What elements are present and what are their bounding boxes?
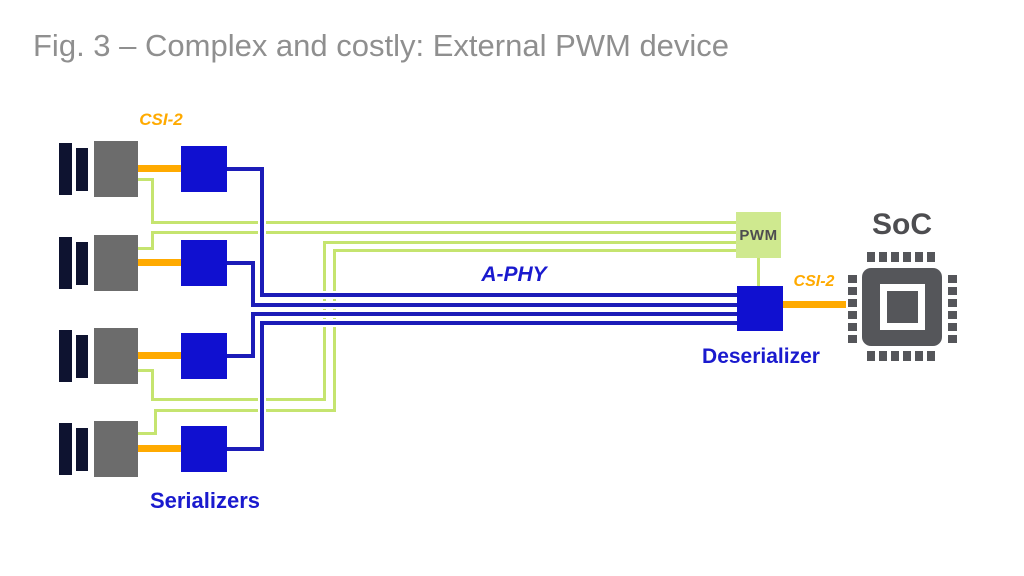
soc-pin: [848, 335, 857, 343]
camera-3-lens-inner: [76, 335, 88, 378]
pwm-wire-bus-1: [151, 221, 737, 224]
camera-3-body: [94, 328, 138, 384]
serializer-4: [181, 426, 227, 472]
aphy-link3-stub: [227, 354, 255, 358]
soc-pin: [948, 323, 957, 331]
csi2-cameras-label: CSI-2: [139, 110, 183, 129]
soc-pin: [891, 351, 899, 361]
aphy-link3-riser: [251, 312, 255, 358]
camera-4-body: [94, 421, 138, 477]
soc-pin: [948, 275, 957, 283]
aphy-link1-stub: [227, 167, 264, 171]
soc-pin: [903, 351, 911, 361]
camera-1-lens-outer: [59, 143, 72, 195]
csi2-link-camera2: [138, 259, 181, 266]
aphy-link4-bus: [260, 321, 737, 325]
pwm-wire-cam4-stub: [138, 432, 157, 435]
serializer-1: [181, 146, 227, 192]
pwm-label: PWM: [739, 226, 778, 244]
soc-pin: [848, 275, 857, 283]
soc-pin: [927, 252, 935, 262]
soc-pin: [848, 299, 857, 307]
camera-4-lens-outer: [59, 423, 72, 475]
soc-pin: [848, 323, 857, 331]
soc-pin: [915, 252, 923, 262]
soc-pin: [948, 299, 957, 307]
deserializer-box: [737, 286, 783, 331]
soc-pin: [948, 311, 957, 319]
aphy-label: A-PHY: [481, 263, 547, 286]
soc-pin: [927, 351, 935, 361]
soc-pin: [948, 335, 957, 343]
pwm-wire-cam2-riser: [151, 231, 154, 250]
soc-pin: [879, 252, 887, 262]
pwm-wire-cam2-stub: [138, 247, 154, 250]
pwm-wire-cam4-riser1: [154, 409, 157, 435]
camera-3-lens-outer: [59, 330, 72, 382]
pwm-to-deserializer-wire: [757, 258, 760, 286]
aphy-link2-drop: [251, 261, 255, 307]
soc-pin: [903, 252, 911, 262]
soc-label: SoC: [872, 208, 932, 241]
aphy-link2-stub: [227, 261, 255, 265]
pwm-wire-cam4-run: [154, 409, 336, 412]
soc-pin: [848, 311, 857, 319]
pwm-wire-bus-3: [323, 241, 737, 244]
camera-4-lens-inner: [76, 428, 88, 471]
csi2-link-camera3: [138, 352, 181, 359]
pwm-wire-cam4-riser2: [333, 249, 336, 412]
pwm-wire-cam3-stub: [138, 369, 154, 372]
soc-pin: [879, 351, 887, 361]
soc-pin: [948, 287, 957, 295]
aphy-link1-drop: [260, 167, 264, 297]
csi2-soc-label: CSI-2: [793, 273, 835, 290]
soc-pin: [848, 287, 857, 295]
pwm-wire-cam1-riser: [151, 178, 154, 224]
camera-1-lens-inner: [76, 148, 88, 191]
aphy-link2-bus: [251, 303, 737, 307]
pwm-wire-cam3-run: [151, 398, 326, 401]
serializer-3: [181, 333, 227, 379]
camera-2-body: [94, 235, 138, 291]
pwm-wire-cam1-stub: [138, 178, 154, 181]
soc-chip-die-core: [887, 291, 918, 323]
csi2-link-camera1: [138, 165, 181, 172]
deserializer-label: Deserializer: [702, 345, 820, 368]
pwm-wire-bus-4: [333, 249, 737, 252]
camera-2-lens-outer: [59, 237, 72, 289]
camera-2-lens-inner: [76, 242, 88, 285]
figure-title: Fig. 3 – Complex and costly: External PW…: [33, 28, 730, 63]
soc-pin: [867, 252, 875, 262]
serializers-label: Serializers: [149, 488, 261, 513]
soc-pin: [915, 351, 923, 361]
soc-pin: [867, 351, 875, 361]
camera-1-body: [94, 141, 138, 197]
aphy-link4-stub: [227, 447, 264, 451]
pwm-wire-bus-2: [151, 231, 737, 234]
serializer-2: [181, 240, 227, 286]
csi2-link-camera4: [138, 445, 181, 452]
pwm-box: PWM: [736, 212, 781, 258]
csi2-link-soc: [783, 301, 846, 308]
soc-pin: [891, 252, 899, 262]
aphy-link4-riser: [260, 321, 264, 451]
aphy-link3-bus: [251, 312, 737, 316]
pwm-wire-cam3-drop: [151, 369, 154, 401]
aphy-link1-bus: [260, 293, 737, 297]
